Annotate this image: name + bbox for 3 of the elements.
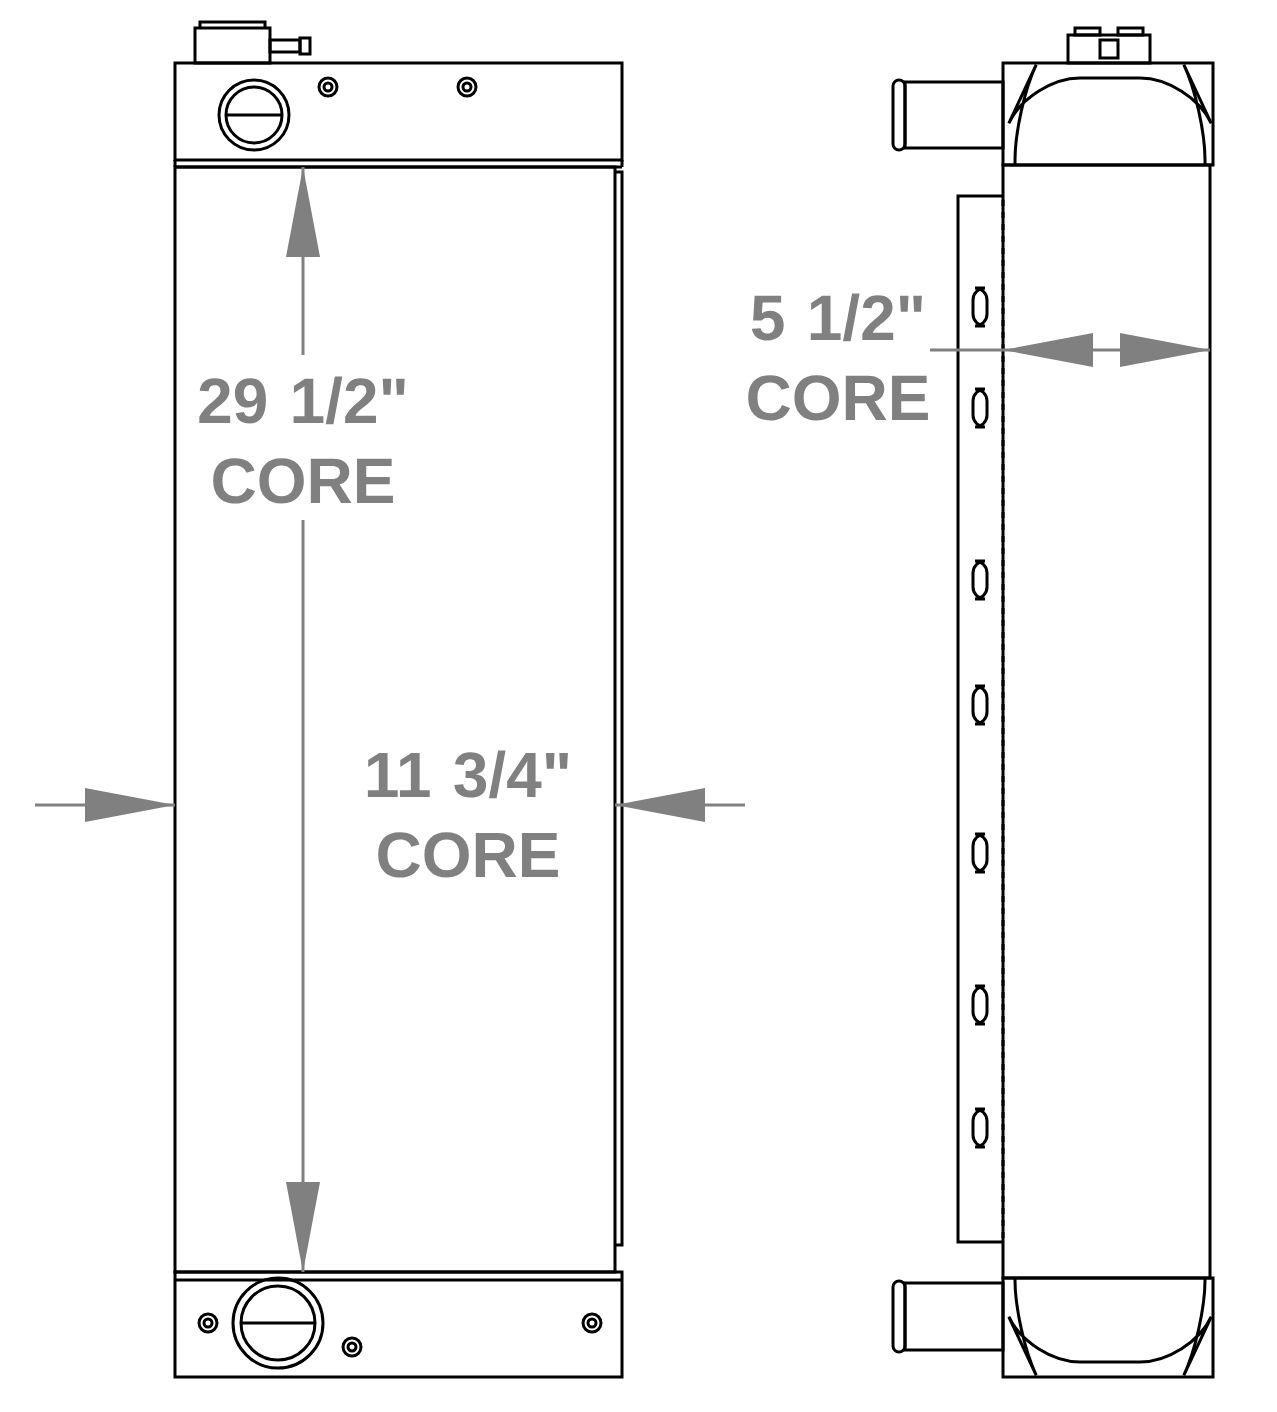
dimension-label: 29 1/2" CORE bbox=[199, 376, 405, 504]
dimension-label: 5 1/2" CORE bbox=[748, 293, 928, 421]
dimension-label: 11 3/4" CORE bbox=[367, 750, 568, 878]
